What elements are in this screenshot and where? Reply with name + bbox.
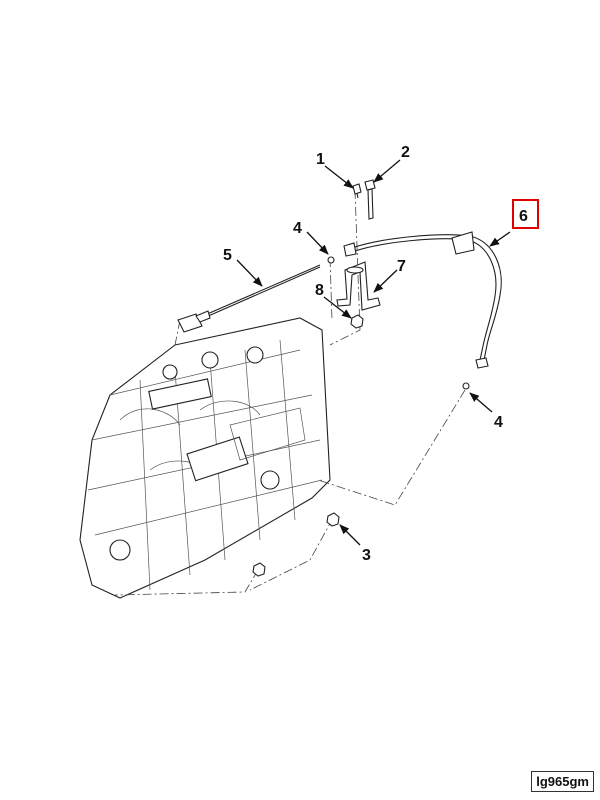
callout-3: 3 xyxy=(362,547,371,564)
callout-7: 7 xyxy=(397,258,406,275)
long-bolt-part-2 xyxy=(364,179,376,220)
nut-part-4-lower xyxy=(462,382,470,390)
nut-part-3-upper xyxy=(326,512,340,527)
callout-6-highlight-box xyxy=(512,199,539,229)
nut-part-8 xyxy=(350,314,364,329)
callout-6: 6 xyxy=(519,208,528,225)
callout-4-upper: 4 xyxy=(293,220,302,237)
assembly-lines xyxy=(114,189,466,596)
callout-2: 2 xyxy=(401,144,410,161)
callout-5: 5 xyxy=(223,247,232,264)
callout-8: 8 xyxy=(315,282,324,299)
figure-code-label: lg965gm xyxy=(531,771,594,792)
bolt-part-1 xyxy=(352,183,362,199)
callout-4-lower: 4 xyxy=(494,414,503,431)
nut-part-3-lower xyxy=(252,562,266,577)
engine-block xyxy=(79,317,331,599)
callout-leaders xyxy=(236,159,511,546)
callout-labels: 1 2 4 5 7 8 4 3 6 xyxy=(223,144,539,564)
dipstick-part-5 xyxy=(177,264,321,333)
nut-part-4-upper xyxy=(327,256,335,264)
dipstick-tube-part-6 xyxy=(343,231,502,369)
callout-1: 1 xyxy=(316,151,325,168)
bracket-part-7 xyxy=(336,261,381,311)
